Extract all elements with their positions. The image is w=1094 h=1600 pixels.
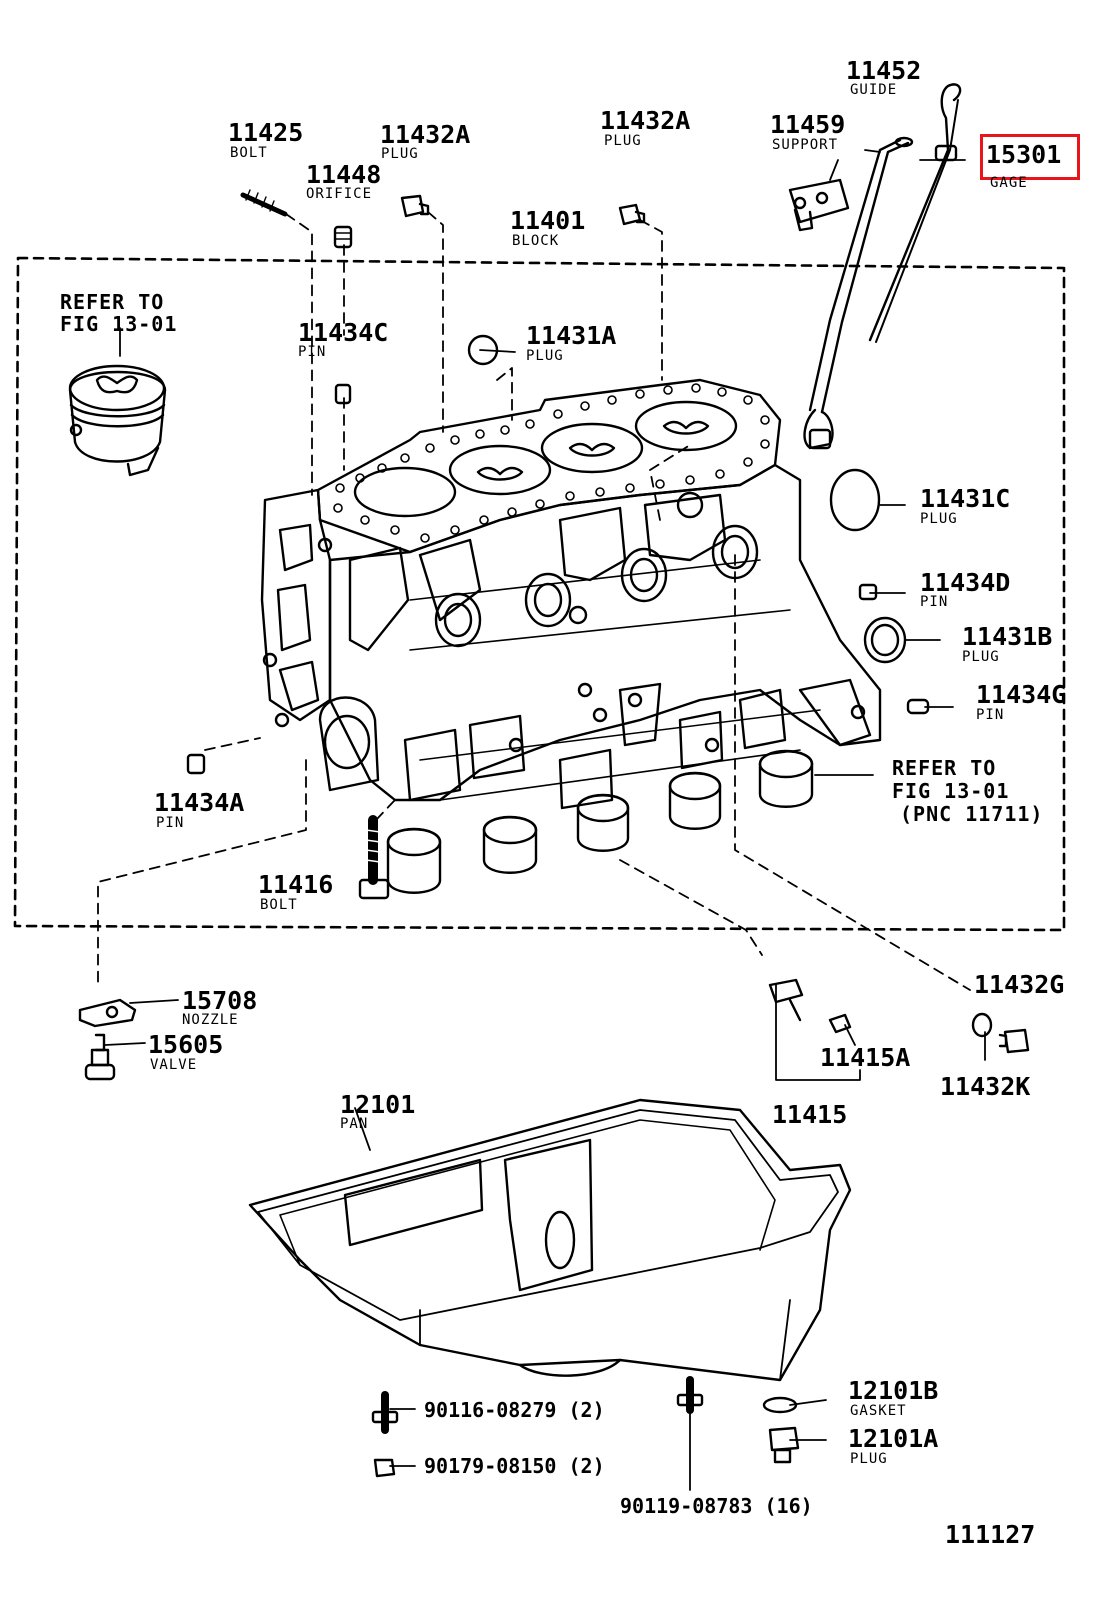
piston-reference-line1: REFER TO: [60, 290, 165, 314]
part-11431b-number: 11431B: [962, 622, 1053, 651]
part-11431c-number: 11431C: [920, 484, 1011, 513]
bolt-90179-08150-label: 90179-08150 (2): [424, 1454, 605, 1478]
part-12101a-number: 12101A: [848, 1424, 939, 1453]
part-11401-name: BLOCK: [512, 233, 560, 249]
block-small-parts: [186, 189, 930, 900]
part-11434g-number: 11434G: [976, 680, 1067, 709]
part-11448-number: 11448: [306, 160, 382, 189]
part-11425-number: 11425: [228, 118, 304, 147]
part-11431c-name: PLUG: [920, 511, 958, 527]
part-11459-name: SUPPORT: [772, 137, 839, 153]
part-11434c-number: 11434C: [298, 318, 389, 347]
part-11432a-right-number: 11432A: [600, 106, 691, 135]
part-11432a-right-name: PLUG: [604, 133, 642, 149]
highlight-box-15301: [980, 134, 1080, 180]
piston-reference-line2: FIG 13-01: [60, 312, 178, 336]
part-11452-name: GUIDE: [850, 82, 898, 98]
part-11431b-name: PLUG: [962, 649, 1000, 665]
bearing-reference-line3: (PNC 11711): [900, 802, 1044, 826]
part-11434g-name: PIN: [976, 707, 1005, 723]
part-11452-number: 11452: [846, 56, 922, 85]
part-12101-name: PAN: [340, 1116, 369, 1132]
part-11459-number: 11459: [770, 110, 846, 139]
part-15301-name: GAGE: [990, 175, 1028, 191]
figure-number: 111127: [945, 1520, 1036, 1549]
part-11434c-name: PIN: [298, 344, 327, 360]
part-15708-number: 15708: [182, 986, 258, 1015]
block-assembly-boundary: [13, 256, 1066, 932]
leader-lines: [97, 211, 971, 991]
part-12101b-number: 12101B: [848, 1376, 939, 1405]
part-12101-number: 12101: [340, 1090, 416, 1119]
bearing-reference-line1: REFER TO: [892, 756, 997, 780]
bolt-90116-08279-label: 90116-08279 (2): [424, 1398, 605, 1422]
part-12101b-name: GASKET: [850, 1403, 907, 1419]
lower-hardware-drawing: [78, 978, 1030, 1081]
part-15708-name: NOZZLE: [182, 1012, 239, 1028]
part-11432g-number: 11432G: [974, 970, 1065, 999]
part-11432a-left-name: PLUG: [381, 146, 419, 162]
part-11401-number: 11401: [510, 206, 586, 235]
oil-pan-drawing: [248, 1098, 852, 1478]
part-12101a-name: PLUG: [850, 1451, 888, 1467]
part-11416-number: 11416: [258, 870, 334, 899]
part-11431a-name: PLUG: [526, 348, 564, 364]
part-11415a-number: 11415A: [820, 1043, 911, 1072]
part-11416-name: BOLT: [260, 897, 298, 913]
dipstick-assembly-drawing: [788, 83, 962, 450]
part-11434a-name: PIN: [156, 815, 185, 831]
part-11434d-name: PIN: [920, 594, 949, 610]
part-11448-name: ORIFICE: [306, 186, 373, 202]
bolt-90119-08783-label: 90119-08783 (16): [620, 1494, 813, 1518]
part-11425-name: BOLT: [230, 145, 268, 161]
part-15605-name: VALVE: [150, 1057, 198, 1073]
part-15605-number: 15605: [148, 1030, 224, 1059]
part-11431a-number: 11431A: [526, 321, 617, 350]
part-11415-number: 11415: [772, 1100, 848, 1129]
piston-drawing: [68, 364, 167, 477]
part-11432a-left-number: 11432A: [380, 120, 471, 149]
part-11434a-number: 11434A: [154, 788, 245, 817]
part-11434d-number: 11434D: [920, 568, 1011, 597]
main-bearing-drawings: [386, 749, 814, 894]
bearing-reference-line2: FIG 13-01: [892, 779, 1010, 803]
part-15301-number[interactable]: 15301: [986, 140, 1062, 169]
cylinder-block-drawing: [260, 378, 882, 810]
part-11432k-number: 11432K: [940, 1072, 1031, 1101]
